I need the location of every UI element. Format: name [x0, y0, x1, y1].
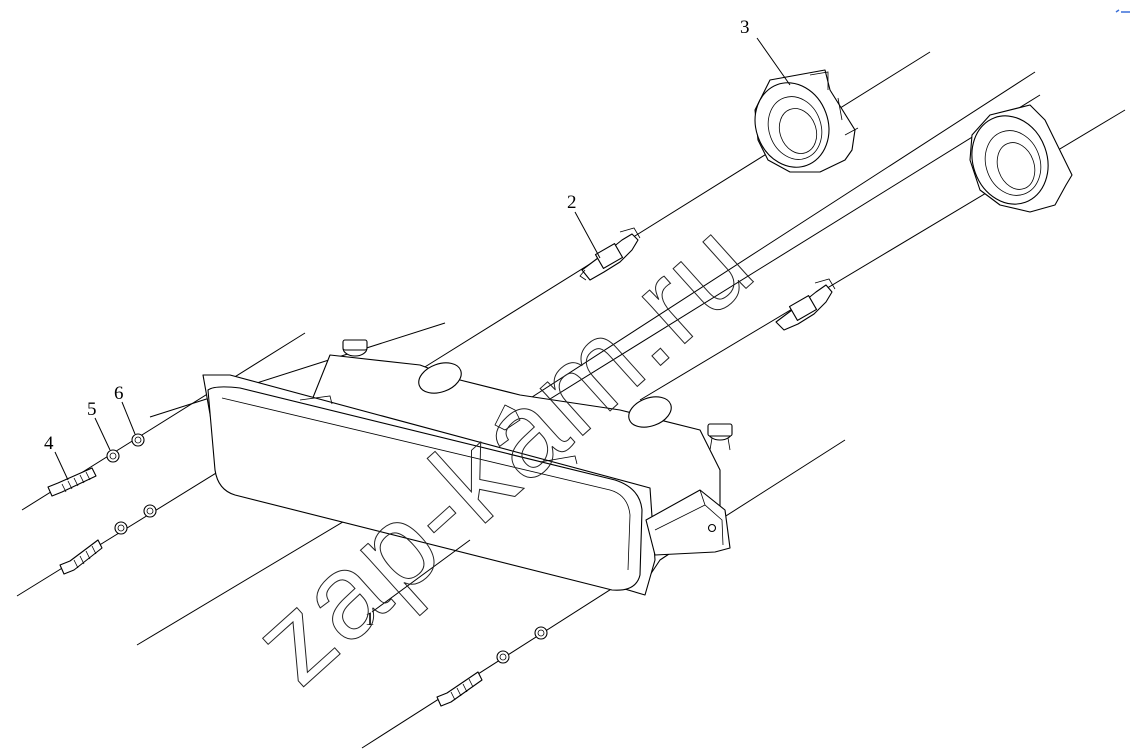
- callout-5: 5: [87, 399, 97, 420]
- bulb-lower: [775, 278, 836, 331]
- fastener-set-top: [47, 433, 145, 497]
- adjuster-knob-right: [707, 423, 733, 451]
- fastener-set-middle: [59, 504, 157, 575]
- callout-4: 4: [44, 433, 54, 454]
- mounting-bracket: [645, 489, 731, 556]
- retaining-cap-lower: [969, 104, 1073, 213]
- corner-mark-icon: [1115, 2, 1131, 13]
- fastener-set-bottom: [436, 626, 548, 707]
- bulb-upper: [579, 227, 641, 281]
- callout-6: 6: [114, 383, 124, 404]
- callout-1: 1: [365, 609, 375, 630]
- headlamp-housing: [202, 339, 733, 596]
- callout-2: 2: [567, 192, 577, 213]
- callout-leaders: [54, 37, 791, 613]
- callout-3: 3: [740, 17, 750, 38]
- retaining-cap-upper: [754, 69, 859, 173]
- adjuster-knob-left: [342, 339, 368, 357]
